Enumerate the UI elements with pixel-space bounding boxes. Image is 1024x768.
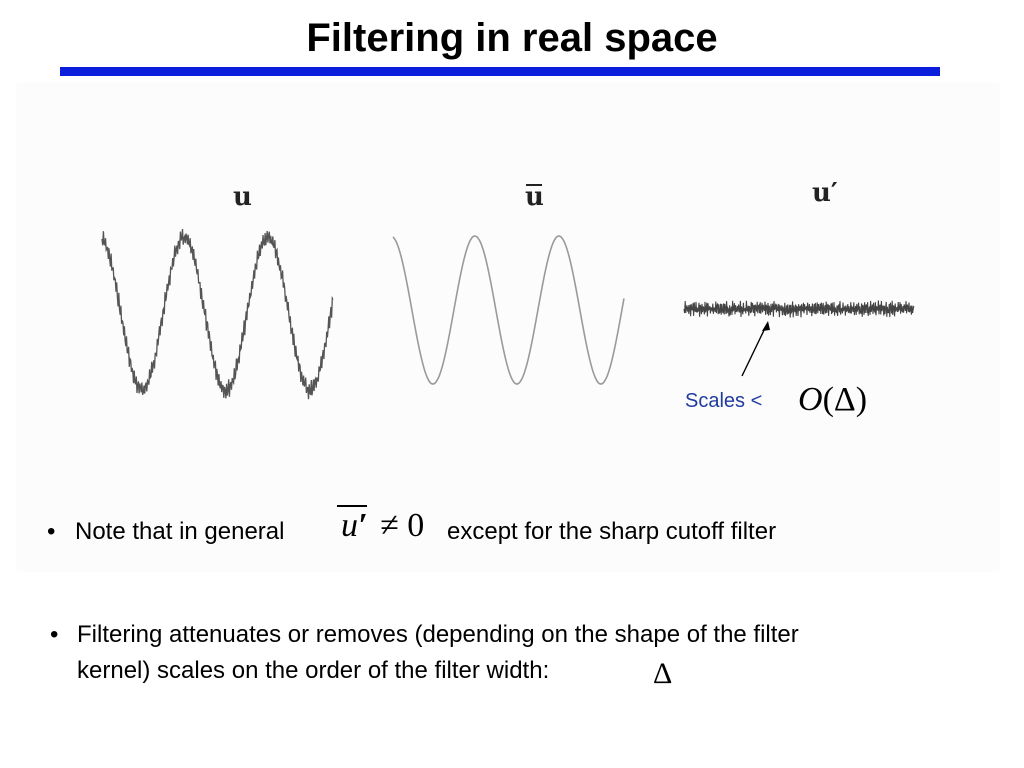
label-u-prime: u′ [812,178,838,208]
label-u-bar-overline [526,184,542,186]
label-u: u [233,182,252,212]
wave-u-bar-smooth [392,235,625,385]
order-delta-math: O(Δ) [798,381,867,419]
bullet-2-math-delta: Δ [653,657,673,690]
math-u-bar-prime: u′ [337,505,368,545]
bullet-2-line-2: kernel) scales on the order of the filte… [77,657,550,684]
annotation-arrow-head [762,321,770,331]
scales-annotation-text: Scales < [685,390,763,412]
order-argument: (Δ) [822,381,868,418]
bullet-2-dot: • [50,621,59,648]
bullet-2-line-1: Filtering attenuates or removes (dependi… [77,621,799,648]
bullet-1-dot: • [47,518,56,545]
label-u-bar: u [525,182,544,212]
math-prime: ′ [358,507,368,544]
bullet-2: • Filtering attenuates or removes (depen… [50,619,980,690]
title-rule [60,67,940,76]
bullet-1: • Note that in general u′ ≠ 0 except for… [47,505,947,550]
bullet-1-text-after: except for the sharp cutoff filter [447,518,777,545]
label-u-bar-text: u [525,182,544,212]
bullet-1-text-before: Note that in general [75,518,285,545]
bullet-1-math: u′ ≠ 0 [337,505,425,545]
order-symbol: O [798,381,823,418]
wave-u-prime-fluctuation [683,300,915,318]
figure-panel [16,82,1000,572]
wave-u-noisy [101,228,334,400]
math-u-var: u [341,507,358,544]
math-relation: ≠ 0 [380,507,425,544]
slide-title: Filtering in real space [306,16,718,60]
annotation-arrow-line [741,323,768,377]
math-overbar [337,505,367,507]
